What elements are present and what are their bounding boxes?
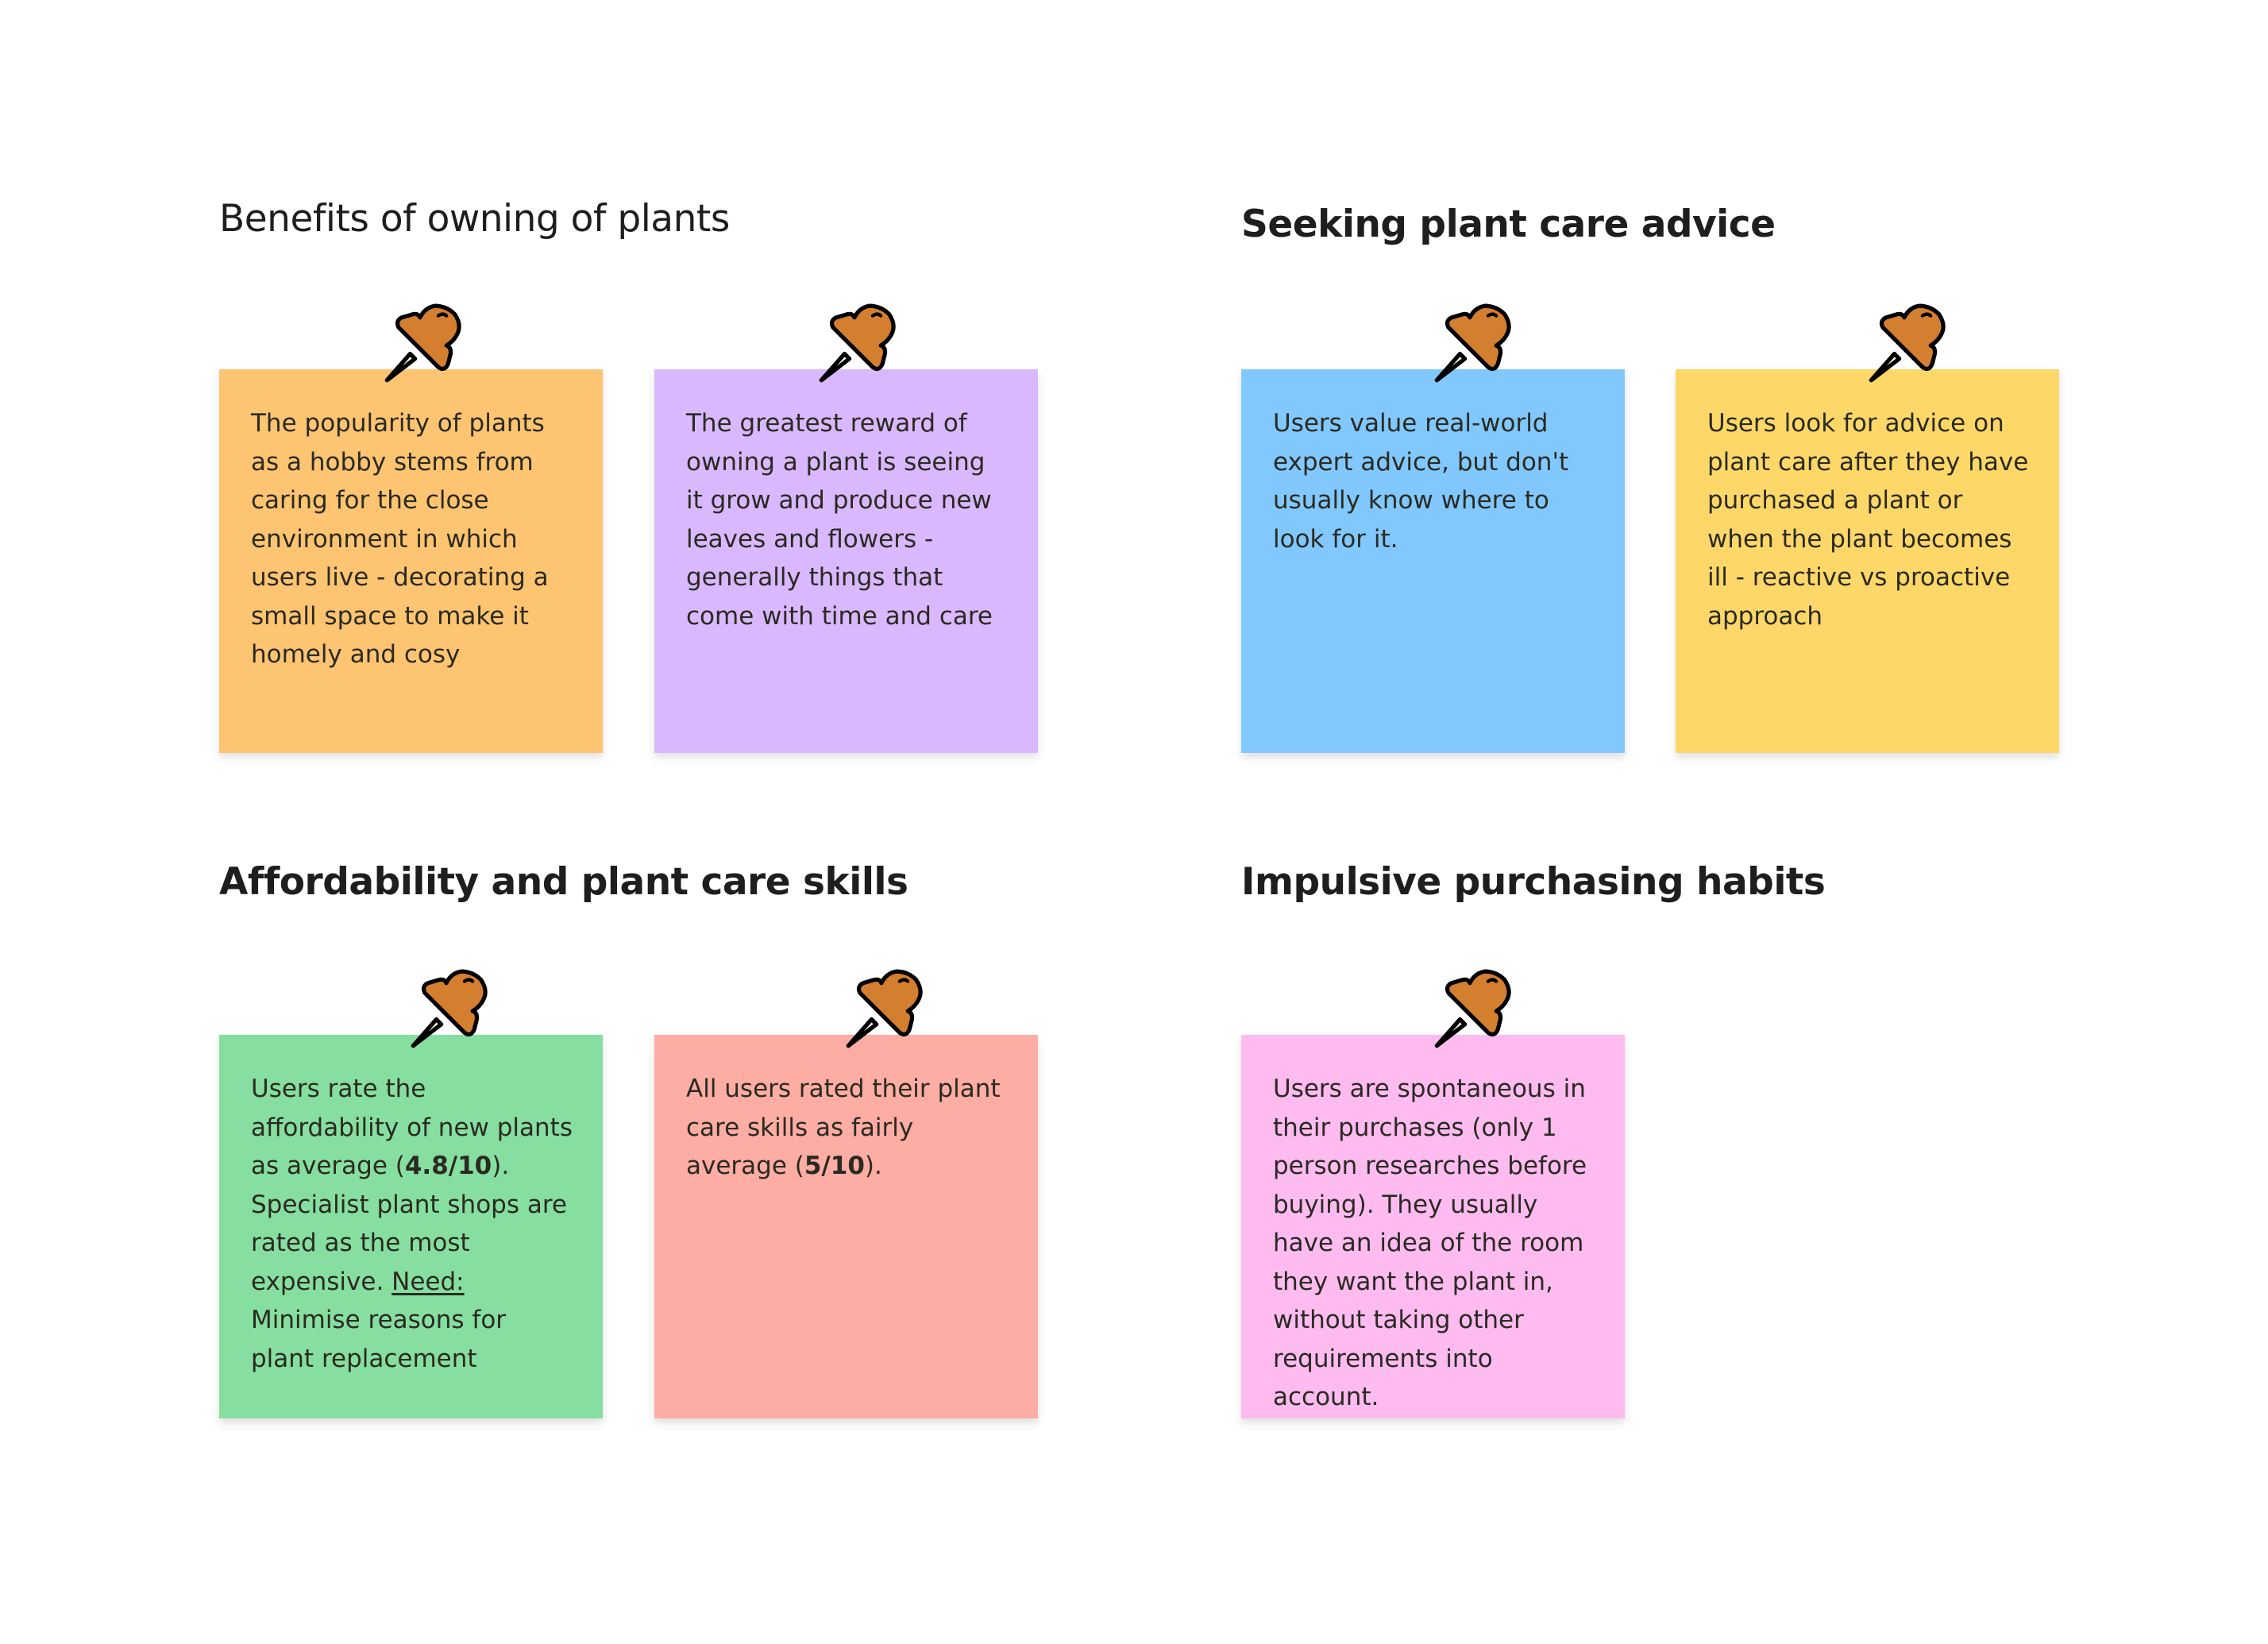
note-text: All users rated their plant care skills …	[686, 1075, 1001, 1180]
note-text: ). Specialist plant shops are rated as t…	[251, 1152, 567, 1296]
pushpin-icon	[815, 303, 897, 385]
note-text: ).	[864, 1152, 882, 1180]
pushpin-icon	[1430, 303, 1513, 385]
section-title-impulsive: Impulsive purchasing habits	[1241, 860, 1826, 904]
note-text: Users rate the affordability of new plan…	[251, 1075, 573, 1180]
note-need-label: Need:	[392, 1267, 465, 1296]
pushpin-icon	[1430, 968, 1513, 1051]
note-text: Users are spontaneous in their purchases…	[1273, 1075, 1587, 1411]
note-rating: 5/10	[804, 1152, 865, 1180]
pushpin-icon	[380, 303, 463, 385]
note-text: Minimise reasons for plant replacement	[251, 1306, 507, 1373]
section-title-benefits: Benefits of owning of plants	[219, 197, 730, 241]
note-text: Users look for advice on plant care afte…	[1707, 409, 2029, 631]
sticky-note-yellow[interactable]: Users look for advice on plant care afte…	[1676, 369, 2059, 753]
sticky-note-salmon[interactable]: All users rated their plant care skills …	[654, 1035, 1038, 1418]
sticky-note-blue[interactable]: Users value real-world expert advice, bu…	[1241, 369, 1625, 753]
pushpin-icon	[842, 968, 924, 1051]
note-text: Users value real-world expert advice, bu…	[1273, 409, 1569, 554]
note-text: The greatest reward of owning a plant is…	[686, 409, 993, 631]
sticky-note-pink[interactable]: Users are spontaneous in their purchases…	[1241, 1035, 1625, 1418]
sticky-note-orange[interactable]: The popularity of plants as a hobby stem…	[219, 369, 603, 753]
sticky-note-green[interactable]: Users rate the affordability of new plan…	[219, 1035, 603, 1418]
note-text: The popularity of plants as a hobby stem…	[251, 409, 549, 669]
section-title-affordability: Affordability and plant care skills	[219, 860, 908, 904]
sticky-note-purple[interactable]: The greatest reward of owning a plant is…	[654, 369, 1038, 753]
note-rating: 4.8/10	[404, 1152, 492, 1180]
pushpin-icon	[407, 968, 489, 1051]
section-title-advice: Seeking plant care advice	[1241, 203, 1776, 246]
pushpin-icon	[1865, 303, 1947, 385]
